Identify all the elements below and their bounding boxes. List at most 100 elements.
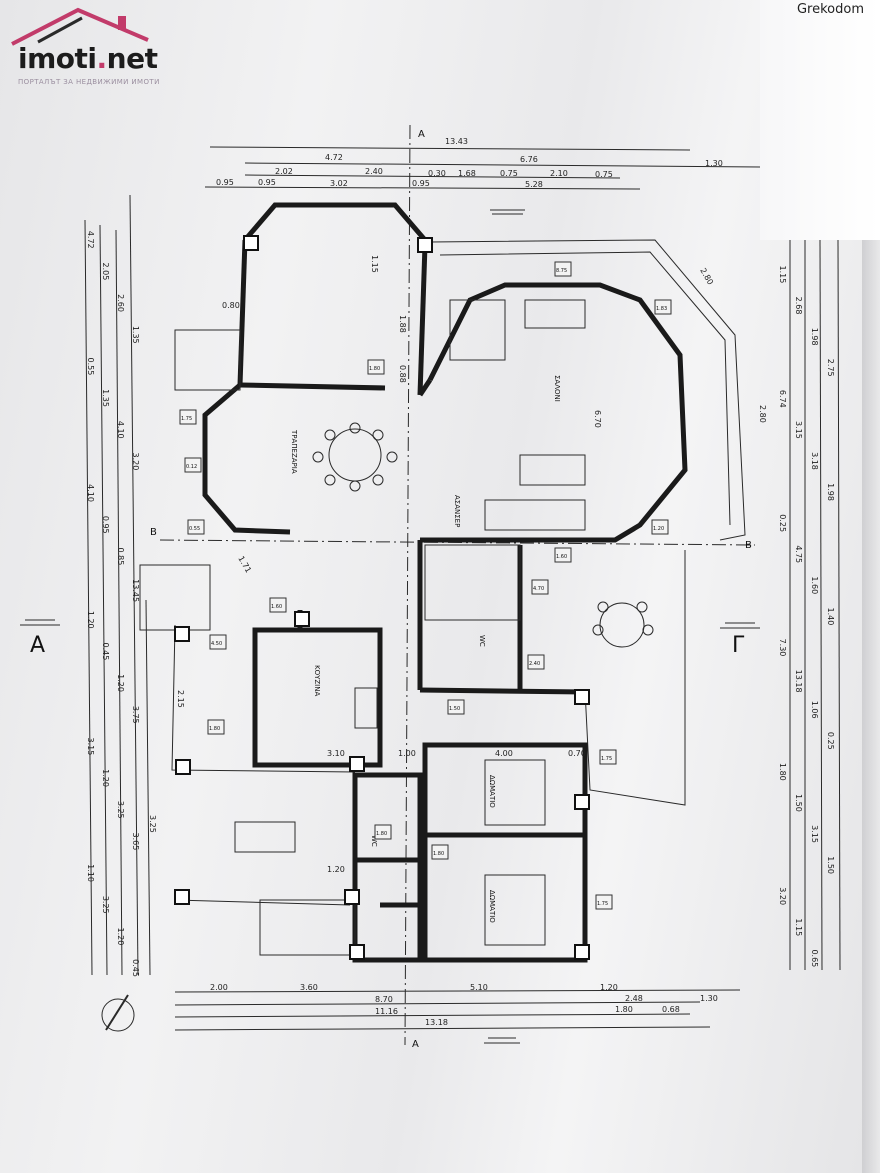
dim-inner: 0.88 — [398, 365, 407, 383]
dim-bottom: 1.80 — [615, 1005, 633, 1014]
area-tag-box — [651, 519, 669, 535]
room-label-salon: ΣΑΛΟΝΙ — [553, 375, 561, 402]
dim-bottom: 2.48 — [625, 994, 643, 1003]
dim-inner: 1.00 — [398, 749, 416, 758]
area-tag-value: 2.40 — [529, 661, 540, 667]
section-g-right-label: Г — [732, 633, 745, 658]
dim-inner: 1.15 — [370, 255, 379, 273]
dim-right: 0.25 — [826, 732, 835, 750]
area-tag-value: 0.55 — [189, 526, 200, 532]
area-tag-box — [207, 719, 225, 735]
dim-bottom: 5.10 — [470, 983, 488, 992]
dim-top: 2.40 — [365, 167, 383, 176]
room-label-wc: WC — [478, 635, 486, 647]
dim-right: 1.15 — [794, 918, 803, 936]
section-b-right-label: B — [745, 540, 752, 551]
dim-top: 0.75 — [595, 170, 613, 179]
dim-left: 3.20 — [131, 453, 140, 471]
dim-right: 1.80 — [778, 763, 787, 781]
dim-inner: 2.15 — [176, 690, 185, 708]
dim-right: 1.98 — [810, 328, 819, 346]
dim-left: 3.25 — [101, 896, 110, 914]
dim-top: 1.30 — [705, 159, 723, 168]
dim-top: 13.43 — [445, 137, 468, 146]
area-tag-box — [187, 519, 205, 535]
dim-right: 13.18 — [794, 670, 803, 693]
dim-left: 4.10 — [116, 421, 125, 439]
dim-bottom: 13.18 — [425, 1018, 448, 1027]
dim-top: 0.95 — [216, 178, 234, 187]
room-area-tags: 8.751.831.801.750.120.551.604.501.801.50… — [179, 261, 672, 910]
left-dimension-column: 4.722.052.601.350.551.354.103.204.100.95… — [86, 231, 140, 977]
room-label-dining: ΤΡΑΠΕΖΑΡΙΑ — [290, 429, 298, 474]
dim-inner: 1.20 — [327, 865, 345, 874]
dim-right: 1.40 — [826, 608, 835, 626]
area-tag-value: 1.75 — [597, 901, 608, 907]
area-tag-value: 1.80 — [376, 831, 387, 837]
house-roof-icon — [11, 7, 149, 46]
area-tag-value: 0.12 — [186, 464, 197, 470]
dim-right: 7.30 — [778, 639, 787, 657]
section-a-top-label: A — [418, 129, 425, 140]
watermark-grekodom: Grekodom — [796, 2, 864, 17]
area-tag-value: 1.83 — [656, 306, 667, 312]
area-tag-value: 1.80 — [433, 851, 444, 857]
room-label-kitchen: ΚΟΥΖΙΝΑ — [313, 665, 321, 696]
dim-left: 3.65 — [131, 833, 140, 851]
area-tag-value: 1.80 — [209, 726, 220, 732]
dim-top: 0.95 — [258, 178, 276, 187]
area-tag-box — [431, 844, 449, 860]
dim-right: 1.60 — [810, 576, 819, 594]
area-tag-value: 8.75 — [556, 268, 567, 274]
dim-left: 0.85 — [116, 548, 125, 566]
area-tag-value: 1.80 — [369, 366, 380, 372]
area-tag-box — [269, 597, 287, 613]
area-tag-value: 1.75 — [181, 416, 192, 422]
section-a-bottom-label: A — [412, 1039, 419, 1050]
area-tag-box — [654, 299, 672, 315]
area-tag-box — [527, 654, 545, 670]
dim-inner: 6.70 — [593, 410, 602, 428]
area-tag-box — [595, 894, 613, 910]
dim-top: 0.95 — [412, 179, 430, 188]
dim-inner: 1.88 — [398, 315, 407, 333]
dim-top: 0.30 — [428, 169, 446, 178]
area-tag-box — [554, 261, 572, 277]
area-tag-box — [531, 579, 549, 595]
dim-bottom: 11.16 — [375, 1007, 398, 1016]
dim-left: 1.35 — [131, 326, 140, 344]
dim-left: 3.25 — [116, 801, 125, 819]
dim-left: 3.75 — [131, 706, 140, 724]
dim-left: 0.45 — [101, 643, 110, 661]
area-tag-box — [554, 547, 572, 563]
dim-bottom: 0.68 — [662, 1005, 680, 1014]
dim-right: 0.25 — [778, 514, 787, 532]
dim-top: 2.10 — [550, 169, 568, 178]
area-tag-value: 1.75 — [601, 756, 612, 762]
dim-top: 5.28 — [525, 180, 543, 189]
dim-top: 1.68 — [458, 169, 476, 178]
dim-top: 0.75 — [500, 169, 518, 178]
dim-bottom: 1.30 — [700, 994, 718, 1003]
paper-crease — [862, 240, 880, 1173]
area-tag-box — [599, 749, 617, 765]
dim-top: 4.72 — [325, 153, 343, 162]
dim-right: 1.15 — [778, 266, 787, 284]
dim-left: 0.55 — [86, 358, 95, 376]
dim-left: 13.45 — [131, 579, 140, 602]
dim-bottom: 2.00 — [210, 983, 228, 992]
dim-left: 1.10 — [86, 864, 95, 882]
dim-left: 4.10 — [86, 484, 95, 502]
dim-bottom: 3.60 — [300, 983, 318, 992]
dim-inner: 0.70 — [568, 749, 586, 758]
dim-bottom: 1.20 — [600, 983, 618, 992]
dim-right: 6.74 — [778, 390, 787, 408]
logo-wordmark: imoti.net — [18, 42, 158, 75]
dim-right: 1.98 — [826, 483, 835, 501]
dim-right: 4.75 — [794, 545, 803, 563]
dim-top: 2.02 — [275, 167, 293, 176]
area-tag-box — [447, 699, 465, 715]
area-tag-value: 4.70 — [533, 586, 544, 592]
dim-left: 1.20 — [116, 674, 125, 692]
